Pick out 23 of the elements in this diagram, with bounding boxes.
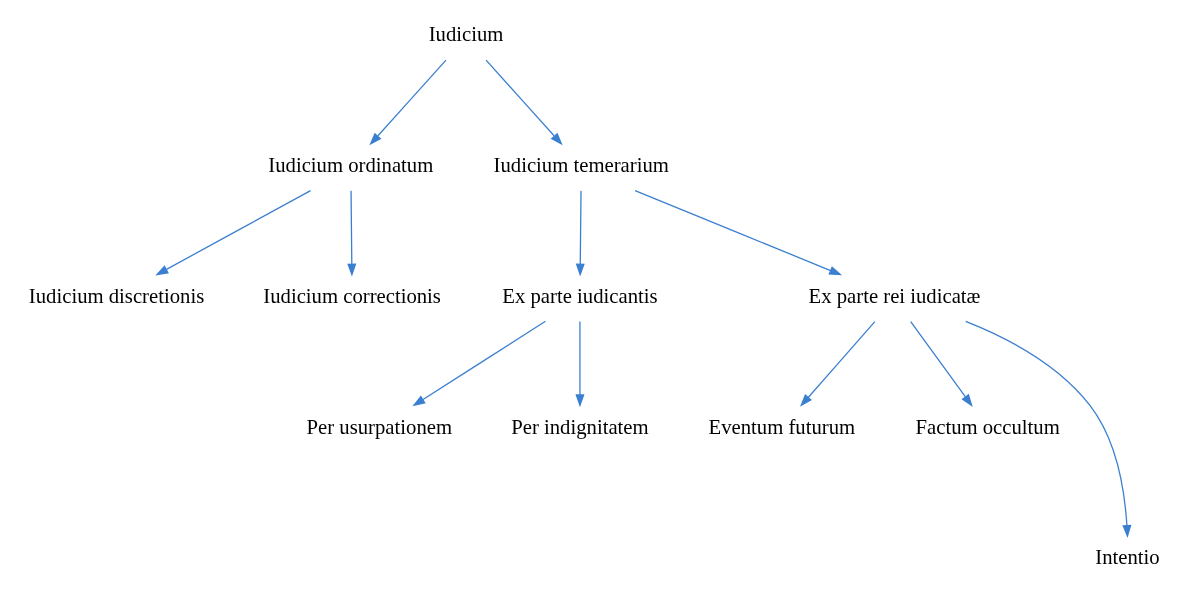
- node-text: Iudicium correctionis: [263, 284, 441, 307]
- node-text: Factum occultum: [915, 415, 1060, 438]
- arrow: [799, 320, 876, 407]
- arrow: [575, 190, 585, 277]
- node-text: Iudicium discretionis: [28, 284, 205, 307]
- arrow: [575, 320, 585, 408]
- node-text: Eventum futurum: [708, 415, 856, 438]
- arrow: [634, 189, 843, 276]
- arrow: [155, 189, 312, 276]
- arrow: [910, 320, 973, 407]
- node-text: Iudicium ordinatum: [268, 154, 434, 177]
- node-text: Iudicium temerarium: [493, 154, 669, 177]
- arrow: [485, 59, 563, 146]
- arrow: [965, 320, 1132, 538]
- arrow: [369, 59, 447, 146]
- node-text: Per indignitatem: [511, 415, 649, 438]
- node-text: Iudicium: [428, 23, 504, 46]
- node-text: Ex parte iudicantis: [502, 284, 658, 307]
- node-text: Intentio: [1095, 546, 1160, 569]
- node-text: Ex parte rei iudicatæ: [808, 284, 981, 307]
- arrow: [347, 190, 357, 277]
- arrow: [412, 320, 547, 407]
- node-text: Per usurpationem: [306, 415, 453, 438]
